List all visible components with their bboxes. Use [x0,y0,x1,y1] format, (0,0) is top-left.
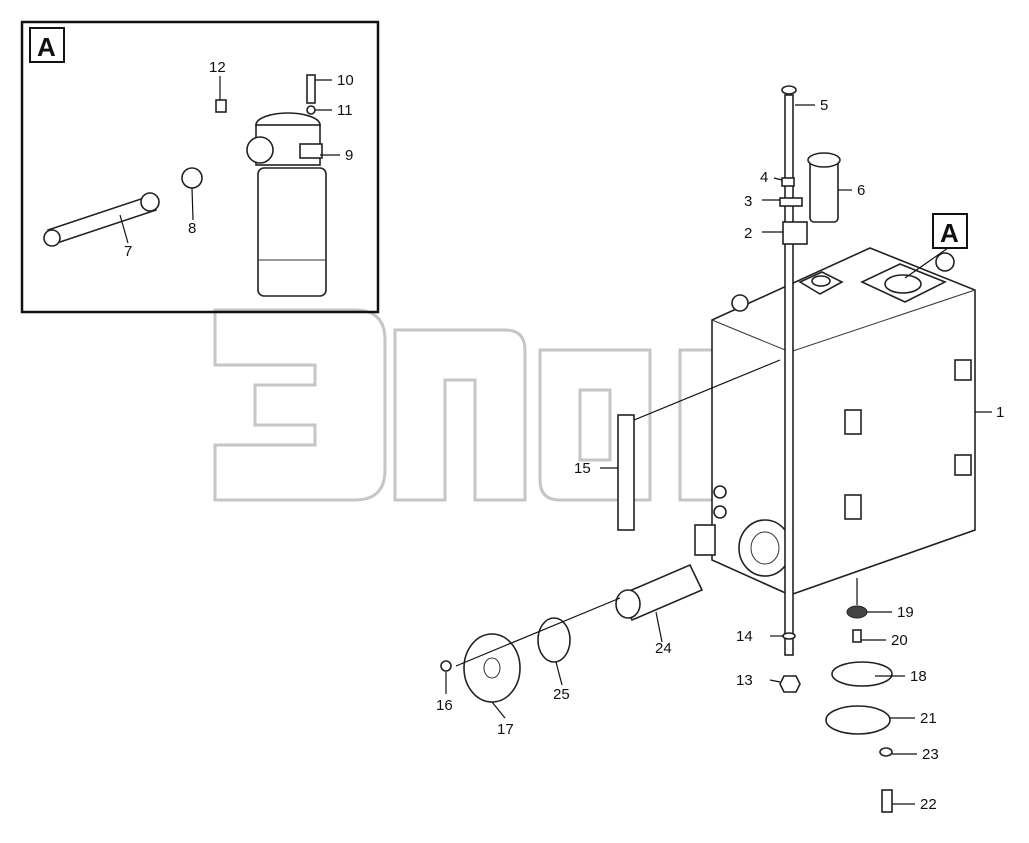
callout-19: 19 [897,604,914,621]
callout-21: 21 [920,710,937,727]
callout-8: 8 [188,220,196,237]
callout-1: 1 [996,404,1004,421]
callout-22: 22 [920,796,937,813]
callout-10: 10 [337,72,354,89]
callout-13: 13 [736,672,753,689]
callout-7: 7 [124,243,132,260]
hydraulic-tank [694,247,976,596]
callout-2: 2 [744,225,752,242]
leader-lines [119,76,992,805]
callout-14: 14 [736,628,753,645]
callout-23: 23 [922,746,939,763]
callout-11: 11 [337,102,353,119]
callout-17: 17 [497,721,514,738]
callout-20: 20 [891,632,908,649]
callout-16: 16 [436,697,453,714]
callout-9: 9 [345,147,353,164]
detail-a-tag: A [37,32,56,62]
callout-5: 5 [820,97,828,114]
callout-labels: 1 2 3 4 5 6 7 8 9 10 11 12 13 14 15 16 1… [124,59,1004,813]
callout-a-tag: A [940,218,959,248]
detail-a-frame [20,20,380,314]
callout-24: 24 [655,640,672,657]
callout-6: 6 [857,182,865,199]
filter-assembly [43,74,327,297]
callout-12: 12 [209,59,226,76]
watermark-logo: TM [213,308,770,502]
callout-4: 4 [760,169,768,186]
callout-25: 25 [553,686,570,703]
callout-3: 3 [744,193,752,210]
callout-15: 15 [574,460,591,477]
callout-18: 18 [910,668,927,685]
